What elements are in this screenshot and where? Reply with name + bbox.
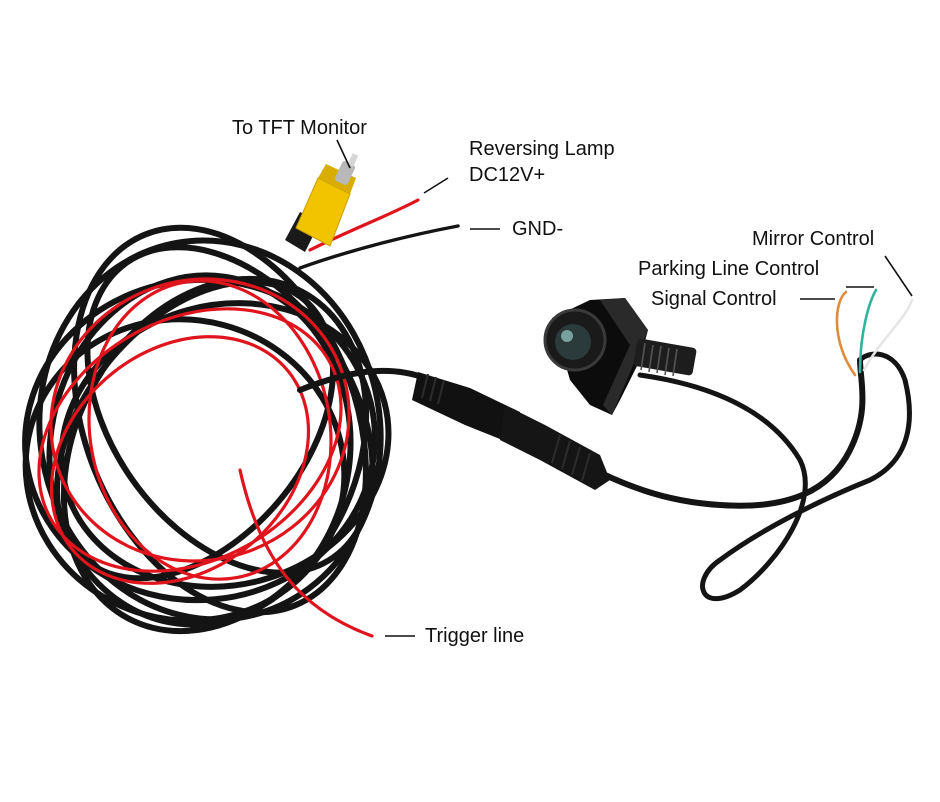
inline-connector <box>412 372 610 490</box>
rca-connector <box>285 153 359 252</box>
label-parking-line-control: Parking Line Control <box>638 258 820 280</box>
gnd-wire <box>298 224 460 270</box>
label-gnd: GND- <box>512 218 564 240</box>
label-mirror-control: Mirror Control <box>752 228 875 250</box>
label-tft-monitor: To TFT Monitor <box>232 117 367 139</box>
label-reversing-lamp: Reversing Lamp <box>469 138 615 160</box>
leader-lines <box>336 139 913 637</box>
camera <box>543 298 697 415</box>
control-wires <box>835 288 914 377</box>
label-trigger-line: Trigger line <box>425 625 525 647</box>
label-signal-control: Signal Control <box>651 288 777 310</box>
red-wire-coil <box>37 198 420 638</box>
coiled-cable <box>22 224 392 635</box>
label-dc12v: DC12V+ <box>469 164 546 186</box>
camera-cable <box>297 351 912 602</box>
